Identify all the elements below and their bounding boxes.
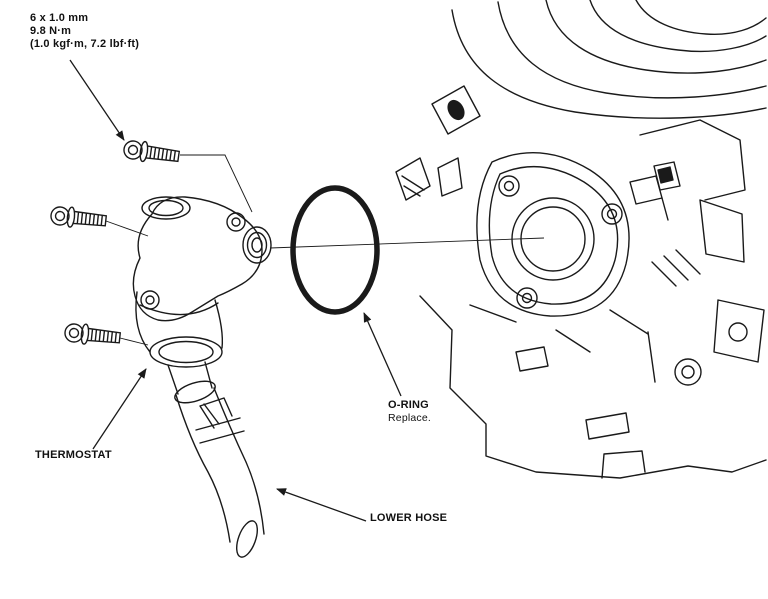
lower-hose-label: LOWER HOSE bbox=[370, 512, 448, 524]
intake-manifold-icon bbox=[451, 0, 767, 119]
o-ring-label: O-RING Replace. bbox=[388, 399, 431, 425]
o-ring-title: O-RING bbox=[388, 399, 429, 411]
hose-clamp-icon bbox=[195, 397, 245, 444]
lower-hose-illustration bbox=[167, 361, 265, 558]
engine-block-illustration bbox=[395, 0, 767, 479]
callout-arrows bbox=[69, 59, 402, 522]
bolt-spec-size: 6 x 1.0 mm bbox=[30, 12, 89, 24]
bolt-spec-torque: 9.8 N·m bbox=[30, 25, 72, 37]
engine-flange-icon bbox=[476, 152, 630, 317]
thermostat-arrow bbox=[92, 368, 147, 450]
o-ring-arrow bbox=[363, 312, 402, 397]
thermostat-label: THERMOSTAT bbox=[35, 449, 112, 461]
mount-bracket-icon bbox=[431, 85, 481, 135]
thermostat-housing-illustration bbox=[132, 196, 272, 368]
bolt-spec-label: 6 x 1.0 mm 9.8 N·m (1.0 kgf·m, 7.2 lbf·f… bbox=[30, 12, 139, 51]
bolt-icon bbox=[63, 321, 122, 349]
bolt-icon bbox=[49, 204, 108, 232]
bolt-spec-alt: (1.0 kgf·m, 7.2 lbf·ft) bbox=[30, 38, 140, 50]
lower-hose-arrow bbox=[276, 488, 367, 522]
sensor-icon bbox=[629, 161, 681, 221]
bolt-spec-arrow bbox=[69, 59, 125, 141]
bolt-icon bbox=[121, 138, 181, 168]
o-ring-note: Replace. bbox=[388, 412, 432, 424]
leader-lines bbox=[105, 154, 545, 346]
o-ring-illustration bbox=[290, 185, 380, 315]
